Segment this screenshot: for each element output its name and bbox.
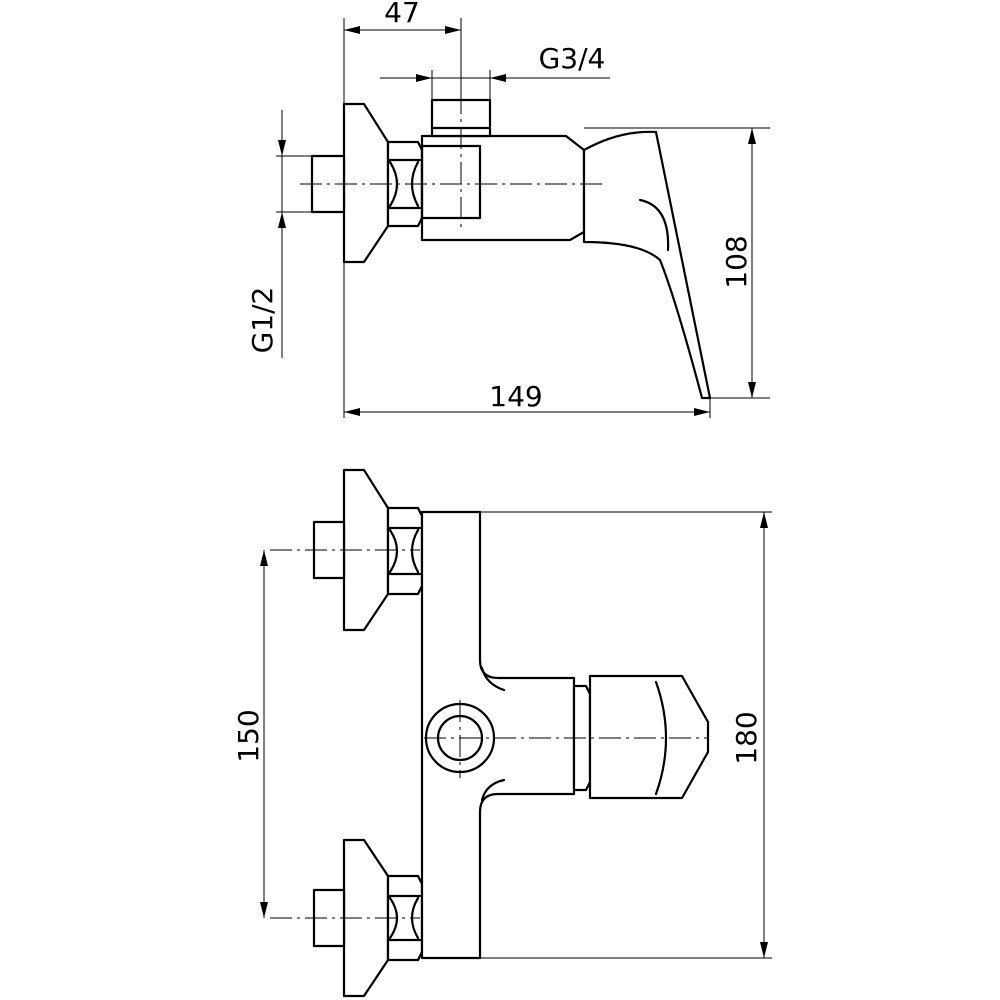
side-lever-handle [582,130,712,400]
dim-g34: G3/4 [380,42,610,100]
side-mixer-body [420,134,586,242]
front-body-fillet-upper [480,666,506,692]
side-flange [342,102,390,264]
front-handle-knob [588,674,710,800]
dim-47-label: 47 [384,0,420,29]
dim-150-label: 150 [232,709,265,762]
front-mixer-body [420,510,576,960]
front-view: 150 180 [232,468,772,998]
dim-108-label: 108 [720,235,753,288]
front-body-fillet-lower [480,778,506,802]
dim-47: 47 [343,0,462,104]
dim-g12-label: G1/2 [246,287,279,354]
dim-149-label: 149 [489,380,542,413]
dim-180: 180 [480,511,772,959]
dim-g12: G1/2 [246,110,312,358]
dim-150: 150 [232,550,268,918]
dim-108: 108 [584,127,770,399]
dim-180-label: 180 [730,711,763,764]
dim-g34-label: G3/4 [539,42,606,75]
dim-149: 149 [343,262,711,418]
side-view: 47 G3/4 G1/2 108 [246,0,770,418]
